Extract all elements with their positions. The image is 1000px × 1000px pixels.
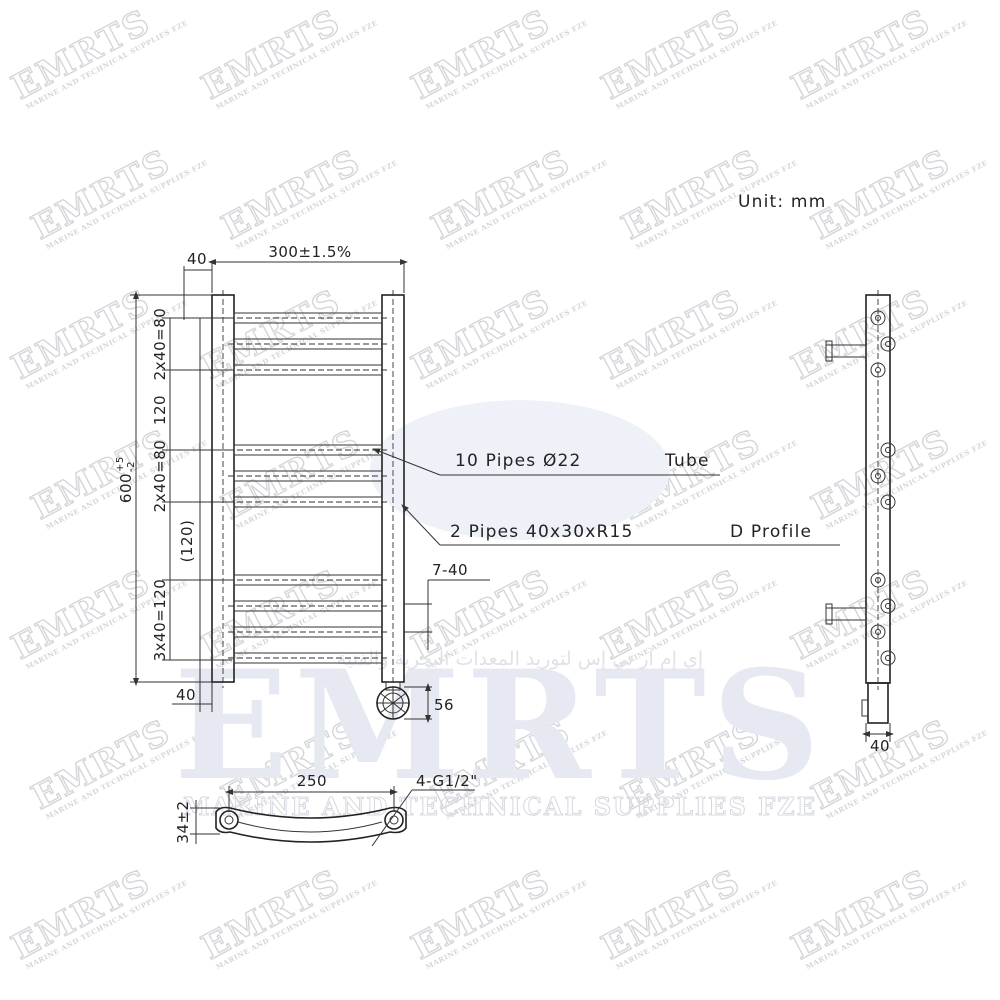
watermark-tile-brand: EMRTS xyxy=(25,142,177,248)
side-tube-end xyxy=(880,650,896,666)
dim-left-offset: 40 xyxy=(187,250,207,268)
side-tube-bore xyxy=(885,447,891,453)
watermark-tile-brand: EMRTS xyxy=(5,562,157,668)
dim-height-tol-upper: +5 xyxy=(115,456,126,472)
side-tube-end xyxy=(870,468,886,484)
callout-profile-type: D Profile xyxy=(730,522,812,542)
watermark-tile-brand: EMRTS xyxy=(195,282,347,388)
dim-group-top: 2x40=80 xyxy=(151,308,169,381)
side-tube-end xyxy=(880,598,896,614)
watermark-tile-brand: EMRTS xyxy=(405,2,557,108)
side-tube-bore xyxy=(875,577,881,583)
watermark-tile-brand: EMRTS xyxy=(785,2,937,108)
watermark-tile-brand: EMRTS xyxy=(405,282,557,388)
side-tube-end xyxy=(880,494,896,510)
watermark-tile-brand: EMRTS xyxy=(805,422,957,528)
front-view: 300±1.5% 40 600 +5 -2 2x40=80 120 2x40=8… xyxy=(115,243,840,723)
dim-gap-lower: (120) xyxy=(178,520,196,563)
unit-label: Unit: mm xyxy=(738,192,826,212)
side-tube-bore xyxy=(875,315,881,321)
dim-right-range: 7-40 xyxy=(432,561,468,579)
valve-assembly xyxy=(376,681,410,720)
side-tube-end xyxy=(870,362,886,378)
side-tube-end xyxy=(880,442,896,458)
dim-group-middle: 2x40=80 xyxy=(151,440,169,513)
dim-height-tol-lower: -2 xyxy=(126,461,137,472)
dim-connection-thread: 4-G1/2" xyxy=(416,772,478,790)
watermark-globe xyxy=(370,400,670,540)
side-tube-bore xyxy=(885,341,891,347)
side-tube-bore xyxy=(885,499,891,505)
watermark-tile-brand: EMRTS xyxy=(405,862,557,968)
side-tube-end xyxy=(870,310,886,326)
side-tube-bore xyxy=(875,473,881,479)
watermark-tile-brand: EMRTS xyxy=(195,862,347,968)
callout-profile-count: 2 Pipes 40x30xR15 xyxy=(450,522,634,542)
watermark-tile-brand: EMRTS xyxy=(425,142,577,248)
tube-group xyxy=(228,312,388,664)
watermark-tile-brand: EMRTS xyxy=(195,2,347,108)
callout-tube-count: 10 Pipes Ø22 xyxy=(455,451,582,471)
watermark-tile-brand: EMRTS xyxy=(5,2,157,108)
side-tube-bore xyxy=(885,655,891,661)
watermark-tile-brand: EMRTS xyxy=(595,862,747,968)
side-tube-bore xyxy=(885,603,891,609)
dim-gap-upper: 120 xyxy=(151,395,169,425)
side-tube-end xyxy=(870,624,886,640)
dim-bottom-depth: 34±2 xyxy=(174,800,192,843)
side-tube-bore xyxy=(875,629,881,635)
watermark-tile-brand: EMRTS xyxy=(805,712,957,818)
dim-connection-spacing: 250 xyxy=(297,772,327,790)
big-watermark-arabic: إي إم آر تي إس لتوريد المعدات البحرية وا… xyxy=(337,646,703,671)
watermark-tile-brand: EMRTS xyxy=(5,282,157,388)
watermark-tile-brand: EMRTS xyxy=(595,282,747,388)
callout-tube-type: Tube xyxy=(664,451,710,471)
watermark-tile-brand: EMRTS xyxy=(215,142,367,248)
watermark-tile-brand: EMRTS xyxy=(785,862,937,968)
side-tube-end xyxy=(880,336,896,352)
side-tube-group xyxy=(870,310,896,666)
side-tube-bore xyxy=(875,367,881,373)
bottom-view-outline xyxy=(215,806,407,843)
dim-height: 600 xyxy=(117,473,135,503)
watermark-tile-brand: EMRTS xyxy=(25,712,177,818)
watermark-tile-brand: EMRTS xyxy=(5,862,157,968)
side-tube-end xyxy=(870,572,886,588)
side-view: 40 xyxy=(825,290,896,755)
dim-side-depth: 40 xyxy=(870,737,890,755)
watermark-tile-brand: EMRTS xyxy=(785,282,937,388)
dim-bottom-offset: 40 xyxy=(176,686,196,704)
dim-overall-width: 300±1.5% xyxy=(268,243,351,261)
big-watermark: EMRTS MARINE AND TECHNICAL SUPPLIES FZE … xyxy=(174,400,826,822)
watermark-tile-brand: EMRTS xyxy=(805,142,957,248)
dim-valve-height: 56 xyxy=(434,696,454,714)
bottom-view: 250 4-G1/2" 34±2 xyxy=(174,772,478,847)
watermark-tile-brand: EMRTS xyxy=(215,422,367,528)
big-watermark-brand: EMRTS xyxy=(174,638,826,814)
watermark-tile-brand: EMRTS xyxy=(595,2,747,108)
dim-group-bottom: 3x40=120 xyxy=(151,579,169,662)
